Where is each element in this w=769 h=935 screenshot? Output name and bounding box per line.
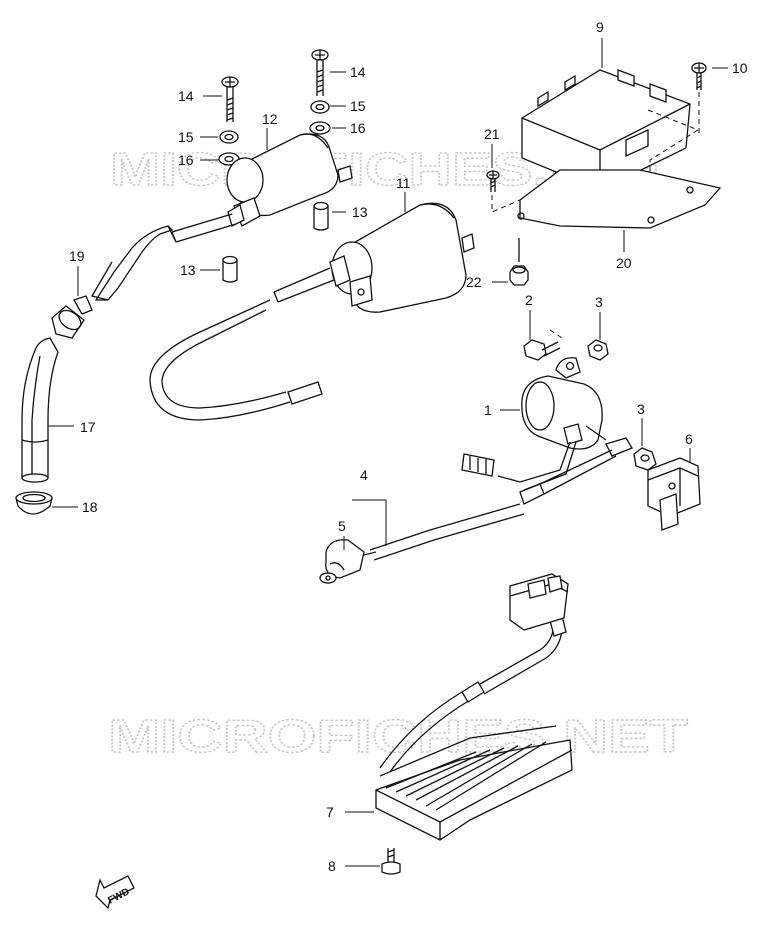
callout-9: 9 — [596, 19, 604, 35]
part-22-nut — [509, 238, 529, 286]
leader-lines — [48, 38, 728, 867]
part-3-nut-upper — [587, 339, 609, 361]
callout-16-left: 16 — [178, 152, 194, 168]
callout-3-lower: 3 — [637, 401, 645, 417]
part-13-spacer-upper — [313, 201, 329, 231]
callout-12: 12 — [262, 111, 278, 127]
part-3-nut-lower — [633, 447, 657, 471]
part-14-bolt-right — [311, 49, 329, 96]
callout-21: 21 — [484, 126, 500, 142]
callout-2: 2 — [525, 292, 533, 308]
callout-4: 4 — [360, 467, 368, 483]
callout-19: 19 — [69, 248, 85, 264]
callout-15-right: 15 — [350, 98, 366, 114]
callout-3-upper: 3 — [595, 294, 603, 310]
callout-1: 1 — [484, 402, 492, 418]
callout-7: 7 — [326, 804, 334, 820]
callout-22: 22 — [466, 274, 482, 290]
part-18-seal — [15, 491, 53, 515]
lead-wire-coil-11 — [149, 267, 335, 421]
part-19-plug-cap-nut — [51, 295, 93, 339]
callout-16-right: 16 — [350, 120, 366, 136]
callout-10: 10 — [732, 60, 748, 76]
callout-6: 6 — [685, 431, 693, 447]
callout-11: 11 — [396, 175, 411, 191]
regulator-connector — [509, 573, 569, 631]
callout-labels: 9 10 11 12 13 13 14 14 15 15 16 16 17 18… — [69, 19, 748, 874]
part-13-spacer-lower — [222, 255, 238, 283]
callout-17: 17 — [80, 419, 96, 435]
part-2-bolt — [523, 329, 563, 361]
part-15-washer-right — [310, 100, 330, 114]
watermark-bottom: MICROFICHES.NET — [108, 710, 688, 762]
fwd-arrow-icon: FWD — [95, 875, 135, 910]
part-5-terminal-cover — [319, 539, 365, 584]
relay-wire-right — [519, 437, 633, 505]
part-6-terminal-cover — [647, 457, 701, 531]
part-14-bolt-left — [221, 76, 239, 122]
part-21-screw — [486, 170, 500, 192]
lead-wire-coil-12 — [90, 213, 237, 301]
part-4-battery-lead — [359, 503, 525, 561]
part-9-cdi-unit — [521, 69, 700, 210]
part-15-washer-left — [219, 130, 239, 144]
part-20-bracket — [491, 169, 722, 229]
callout-8: 8 — [328, 858, 336, 874]
callout-14-left: 14 — [178, 88, 194, 104]
part-1-starter-relay — [497, 357, 607, 491]
part-12-ignition-coil — [226, 133, 353, 227]
callout-18: 18 — [82, 499, 98, 515]
part-8-bolt — [381, 848, 401, 875]
part-10-screw — [691, 62, 707, 135]
part-16-washer-right — [309, 121, 331, 135]
callout-20: 20 — [616, 255, 632, 271]
callout-13-upper: 13 — [352, 204, 368, 220]
callout-14-right: 14 — [350, 64, 366, 80]
callout-15-left: 15 — [178, 129, 194, 145]
callout-5: 5 — [338, 518, 346, 534]
part-11-ignition-coil — [329, 202, 475, 313]
relay-connector — [461, 453, 495, 477]
part-7-regulator-rectifier — [375, 691, 573, 841]
part-17-plug-boot — [21, 337, 59, 483]
callout-13-lower: 13 — [180, 262, 196, 278]
